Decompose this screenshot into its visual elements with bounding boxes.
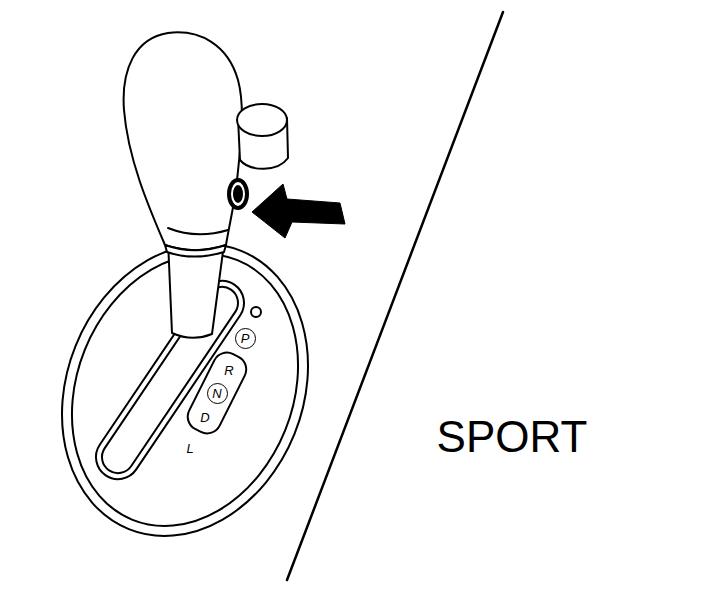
switch-ring [229, 180, 247, 208]
gear-letter: L [186, 442, 193, 455]
knob-collar [168, 228, 228, 234]
gear-circle: N [207, 383, 228, 404]
gear-circle: P [235, 328, 256, 349]
mode-label: SPORT [437, 415, 588, 459]
switch-center [234, 186, 242, 202]
divider-line [287, 12, 503, 580]
gear-letter: D [200, 411, 209, 424]
gear-letter: P [241, 332, 250, 345]
indicator-frame [183, 348, 251, 438]
shift-button-top [237, 104, 287, 136]
gear-letter: R [224, 364, 233, 377]
indicator-dot [251, 307, 261, 317]
knob-base [165, 245, 226, 257]
gear-letter: N [212, 387, 221, 400]
gate-plate-rim [32, 220, 337, 561]
shift-knob [124, 32, 242, 250]
gate-plate [19, 207, 350, 574]
pointer-arrow [252, 184, 345, 238]
